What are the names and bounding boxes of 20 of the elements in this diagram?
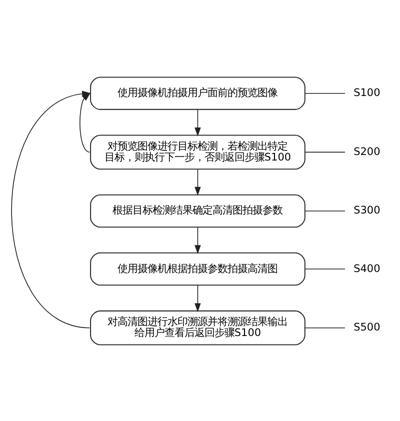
arrow [194,168,201,196]
node-text: S200 [354,145,380,158]
node-box: 对高清图进行水印溯源并将溯源结果输出给用户查看后返回步骤S100 [90,310,306,345]
node-text: S300 [354,204,380,216]
node-box: 对预览图像进行目标检测，若检测出特定目标，则执行下一步，否则返回步骤S100 [90,134,306,170]
connector [304,210,346,211]
node-text: S400 [354,262,380,274]
arrow [194,108,201,136]
connector [304,92,346,94]
node-box: 使用摄像机根据拍摄参数拍摄高清图 [90,252,306,286]
node-text: S500 [354,321,380,334]
node-box: 根据目标检测结果确定高清图拍摄参数 [90,194,306,228]
connector [304,268,346,269]
node-box: 使用摄像机拍摄用户面前的预览图像 [90,76,306,110]
arrow [194,284,201,312]
arrow [80,92,91,152]
arrow [194,226,201,254]
connector [304,151,346,152]
node-text: S100 [354,86,380,99]
connector [304,326,346,328]
